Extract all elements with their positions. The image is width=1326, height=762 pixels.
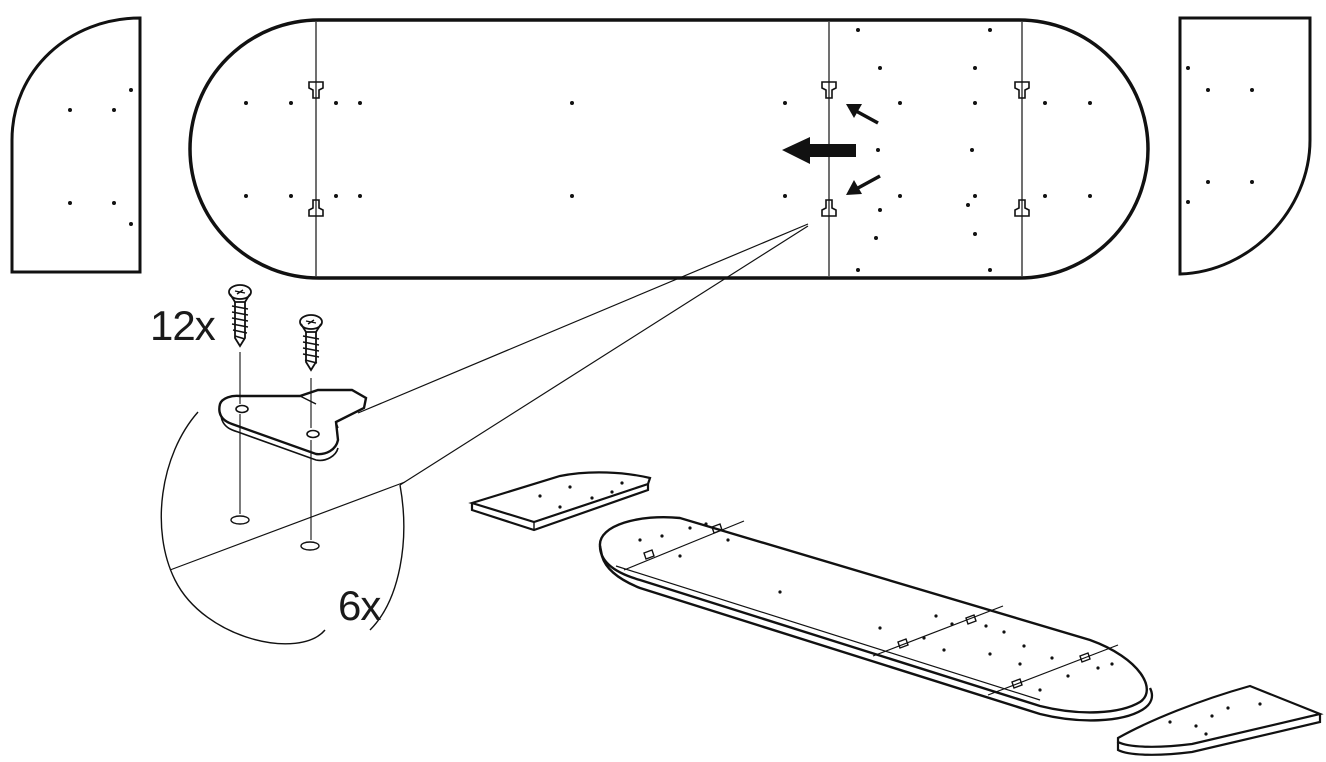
connector-slot [821, 81, 837, 99]
connector-slot [1014, 81, 1030, 99]
connector-plate-icon [218, 388, 368, 462]
main-oval-panel [188, 18, 1150, 280]
right-end-panel [1178, 16, 1312, 276]
pointer-arrow-icon [846, 174, 881, 195]
screw-quantity-label: 12x [150, 302, 216, 349]
main-panel-holes [244, 28, 1092, 272]
isometric-left-end-panel [468, 471, 652, 532]
connector-detail-callout: 12x 6x [150, 223, 809, 645]
direction-arrow-icon [782, 137, 856, 164]
bracket-quantity-label: 6x [338, 582, 381, 629]
connector-slot [821, 199, 837, 217]
connector-slots [308, 81, 1030, 217]
isometric-right-end-panel [1116, 684, 1324, 756]
screw-icon [299, 314, 323, 372]
screw-icon [228, 284, 252, 348]
isometric-main-panel-holes [638, 522, 1114, 692]
right-end-panel-holes [1186, 66, 1254, 204]
connector-slot [308, 199, 324, 217]
connector-slot [1014, 199, 1030, 217]
left-end-panel [10, 16, 142, 274]
pointer-arrow-icon [846, 104, 879, 125]
isometric-main-panel [598, 516, 1154, 722]
connector-slot [308, 81, 324, 99]
left-end-panel-holes [68, 88, 133, 226]
